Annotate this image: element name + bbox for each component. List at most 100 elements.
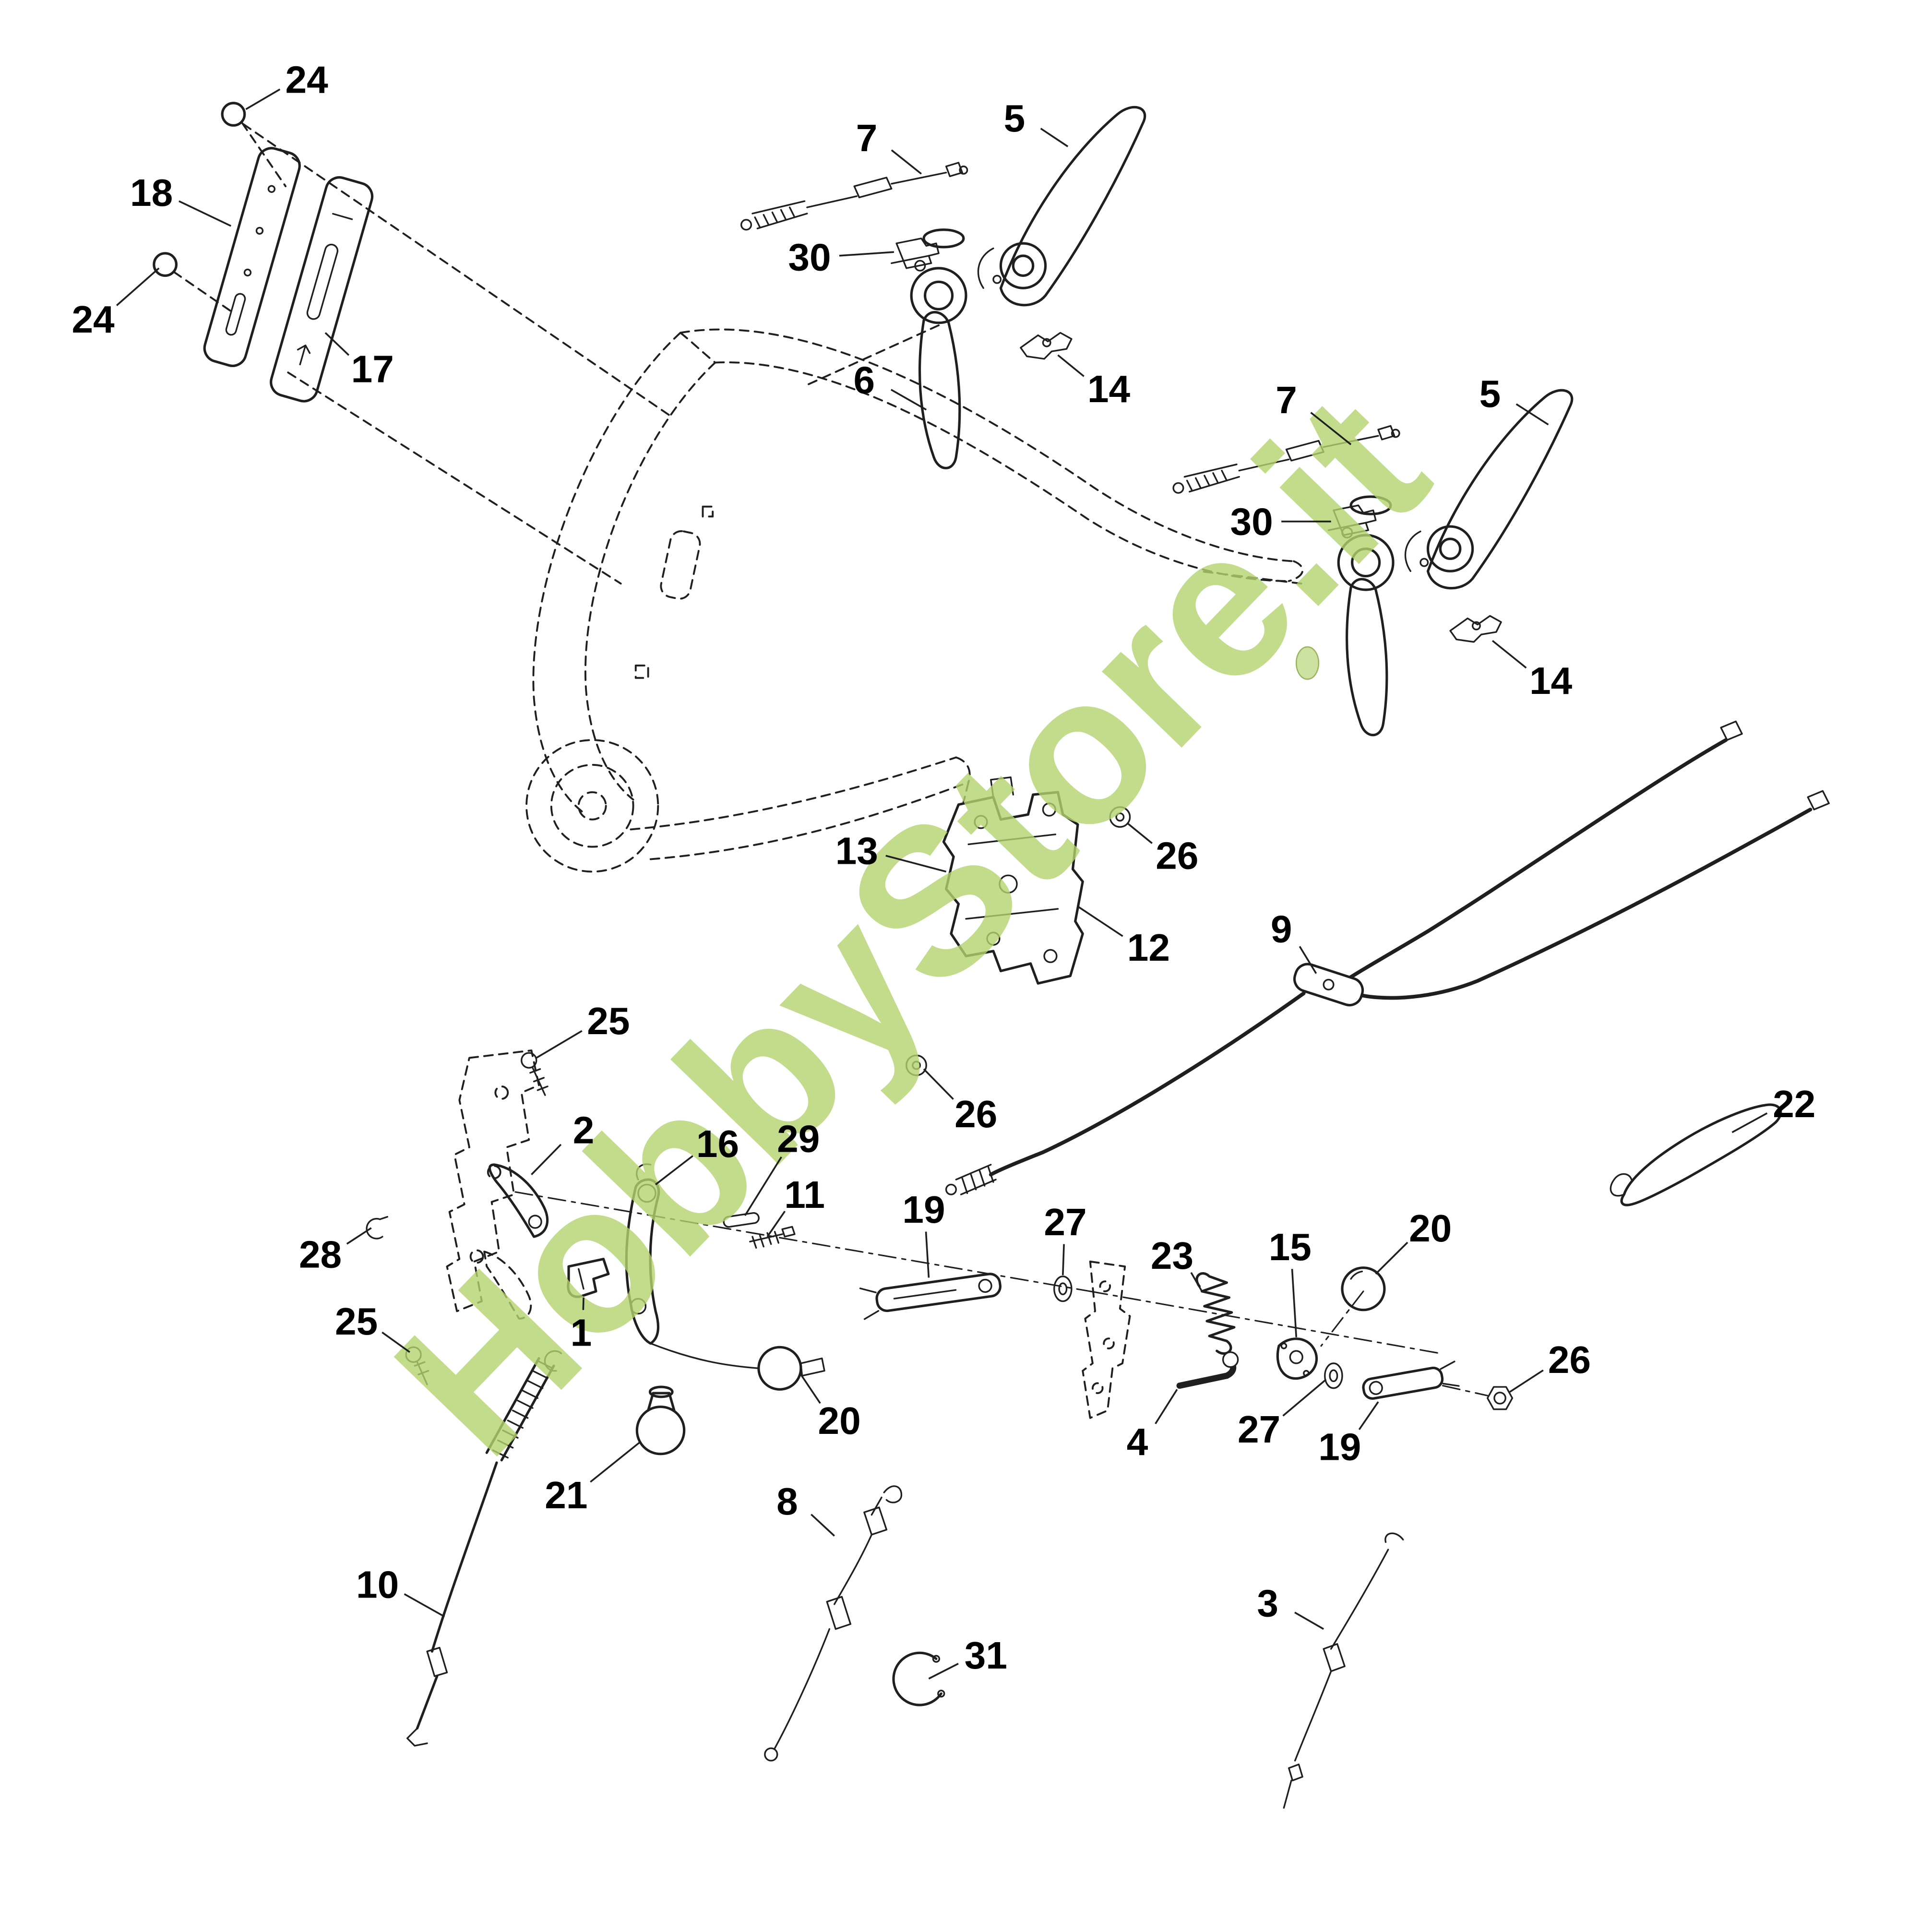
leader-line [382,1331,410,1353]
clamp-1 [567,1258,610,1298]
leader-line [346,1227,372,1245]
lever-6-right [1337,495,1395,737]
leader-line [1062,1244,1065,1276]
part-label-25: 25 [335,1300,378,1343]
leader-line [839,251,894,257]
leader-line [925,1231,930,1278]
part-label-26: 26 [1156,834,1198,877]
leader-dashed-lines [173,122,1302,803]
lever-6-left [910,228,967,470]
highlight-dot [1295,646,1320,680]
part-label-1: 1 [571,1311,592,1354]
part-label-5: 5 [1004,96,1026,140]
leader-line [1282,1379,1327,1417]
leader-line [536,1030,583,1059]
part-label-31: 31 [965,1634,1007,1677]
leader-line [531,1144,562,1175]
rod-4 [1176,1351,1239,1389]
part-label-9: 9 [1271,907,1292,950]
leader-line [1040,128,1069,147]
bolt-25-top [521,1052,549,1096]
part-label-28: 28 [299,1232,342,1276]
leader-line [891,149,922,175]
cable-assembly-7-left [740,162,968,231]
part-label-12: 12 [1127,926,1170,969]
link-19-right [1362,1360,1460,1400]
part-label-30: 30 [1230,500,1273,543]
spring-pin-11 [749,1226,796,1249]
leader-line [590,1441,642,1483]
washer-27-left [1053,1276,1073,1302]
ball-20-left [757,1346,825,1391]
part-label-23: 23 [1151,1234,1193,1277]
leader-line [766,1210,786,1238]
lever-5-right [1404,389,1574,590]
leader-line [404,1593,445,1618]
leader-line [582,1297,584,1310]
part-label-20: 20 [818,1399,860,1442]
bracket-14-left [1020,332,1073,360]
part-label-25: 25 [587,999,630,1042]
part-label-11: 11 [784,1173,825,1216]
part-label-4: 4 [1127,1420,1148,1463]
leader-line [655,1155,693,1185]
leader-line [1358,1401,1379,1431]
plate-17 [270,176,374,403]
part-label-30: 30 [788,236,831,279]
bracket-14-right [1449,615,1502,643]
part-label-7: 7 [856,116,878,159]
leader-line [1155,1389,1178,1424]
leader-line [885,855,947,873]
cable-assembly-7-right [1172,425,1400,494]
bolt-25-bottom [405,1346,429,1385]
part-label-24: 24 [72,298,115,341]
part-label-26: 26 [954,1092,997,1135]
part-label-19: 19 [1318,1425,1361,1468]
leader-line [1731,1112,1768,1133]
bracket-13-12 [942,776,1084,985]
cable-9 [945,720,1830,1195]
leader-line [800,1374,821,1404]
leader-line [245,88,281,110]
eclip-28 [366,1216,388,1240]
part-label-22: 22 [1773,1082,1815,1125]
part-label-27: 27 [1238,1407,1280,1451]
leader-line [1310,412,1352,445]
part-label-21: 21 [545,1473,587,1516]
leader-line [1190,1272,1203,1292]
part-label-19: 19 [902,1188,945,1231]
link-19-left [859,1273,1002,1320]
leader-line [890,389,927,411]
leader-line [1491,640,1527,669]
part-label-24: 24 [285,58,328,101]
bellcrank-16 [625,1163,760,1370]
part-label-29: 29 [777,1117,820,1160]
ball-24-top [221,102,246,127]
cable-8 [764,1485,903,1762]
leader-line [1299,946,1317,974]
plate-15 [1276,1337,1318,1380]
ball-20-right [1341,1266,1386,1312]
part-label-5: 5 [1479,372,1501,415]
spring-cable-10 [406,1350,562,1747]
washer-27-right [1324,1362,1343,1389]
leader-line [1375,1241,1408,1275]
plate-18 [203,147,301,367]
part-label-3: 3 [1257,1581,1278,1624]
leader-line [744,1156,782,1216]
ball-24-left [153,252,178,277]
part-label-6: 6 [854,358,875,402]
leader-line [179,200,232,227]
leader-line [923,1068,954,1100]
mount-bracket-dashed-right [1082,1260,1131,1419]
leader-line [928,1663,959,1680]
tool-22 [1610,1103,1782,1206]
lever-2 [483,1163,549,1320]
cable-3 [1283,1532,1404,1809]
leader-line [1057,354,1085,377]
leader-line [324,332,350,356]
part-label-13: 13 [835,829,878,872]
leader-line [1515,403,1549,426]
